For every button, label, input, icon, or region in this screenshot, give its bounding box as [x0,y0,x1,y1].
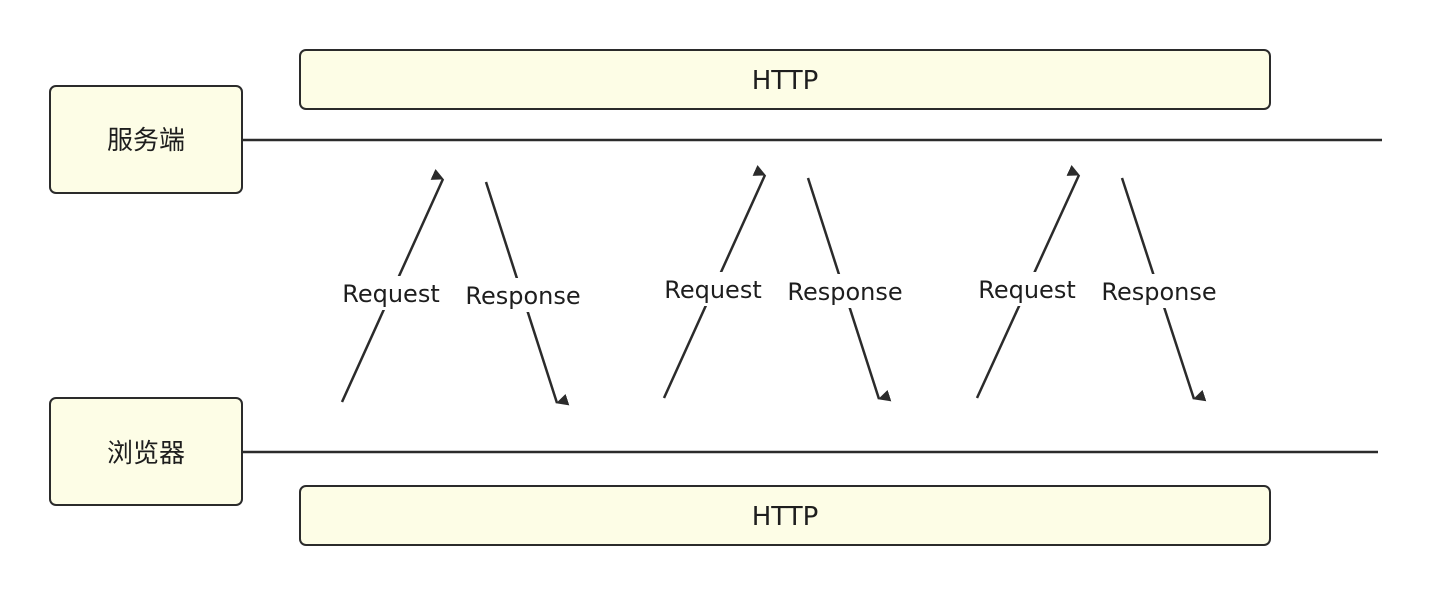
server-node: 服务端 [49,85,243,194]
exchange-1: Request Response [338,168,586,406]
server-http-bar: HTTP [299,49,1271,110]
request-label-bg-2 [660,272,766,306]
request-label-1: Request [342,280,440,308]
browser-http-bar: HTTP [299,485,1271,546]
request-label-3: Request [978,276,1076,304]
server-label: 服务端 [107,126,185,156]
browser-http-label: HTTP [752,502,819,532]
response-label-3: Response [1101,278,1216,306]
response-label-bg-1 [460,278,586,312]
exchange-3: Request Response [974,164,1222,402]
response-label-1: Response [465,282,580,310]
browser-node: 浏览器 [49,397,243,506]
response-label-bg-2 [782,274,908,308]
browser-label: 浏览器 [107,439,185,469]
request-label-bg-1 [338,276,444,310]
request-label-2: Request [664,276,762,304]
response-label-2: Response [787,278,902,306]
server-http-label: HTTP [752,66,819,96]
exchange-2: Request Response [660,164,908,402]
server-http-bar-box [299,49,1271,110]
request-label-bg-3 [974,272,1080,306]
browser-http-bar-box [299,485,1271,546]
response-label-bg-3 [1096,274,1222,308]
